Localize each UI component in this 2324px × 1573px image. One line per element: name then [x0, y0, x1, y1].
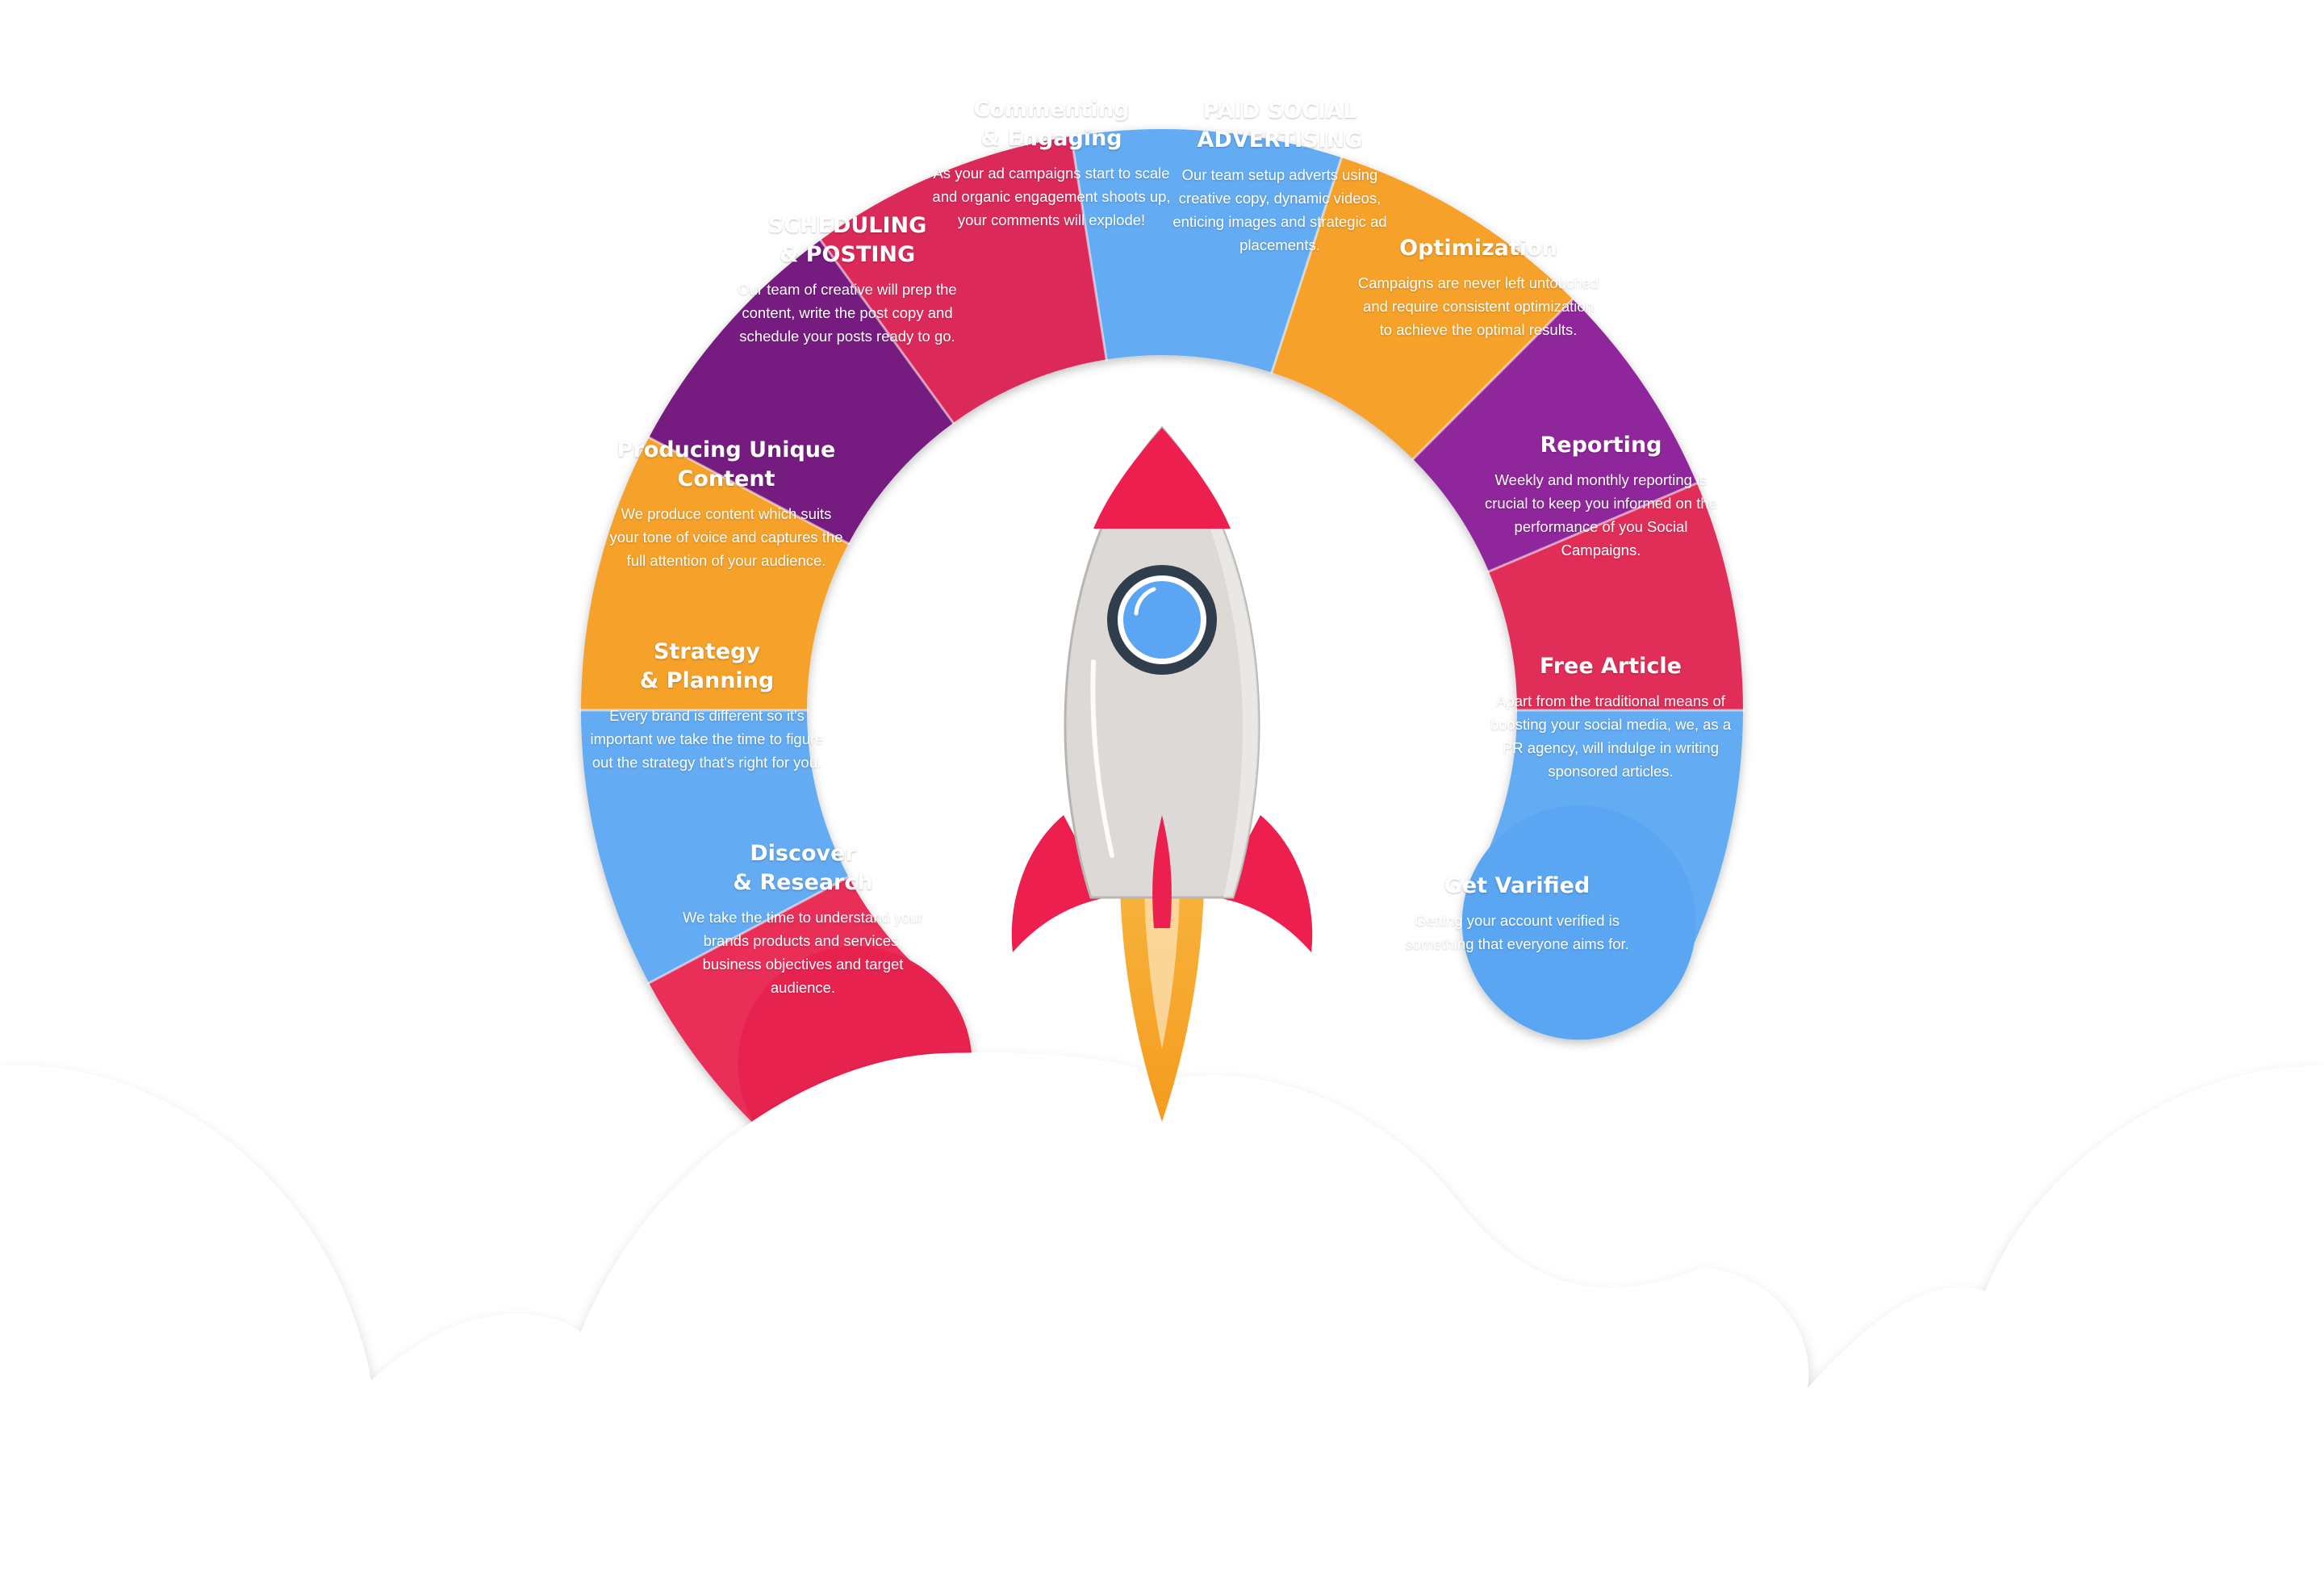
segment-description: Our team of creative will prep the conte…: [738, 281, 957, 345]
segment-text-paid-social: PAID SOCIAL ADVERTISING Our team setup ad…: [1159, 97, 1401, 257]
segment-description: Every brand is different so it's importa…: [590, 707, 824, 771]
segment-optimization: [1272, 157, 1574, 459]
segment-strategy: [581, 710, 849, 983]
segment-description: As your ad campaigns start to scale and …: [932, 165, 1171, 228]
segment-text-discover: Discover & Research We take the time to u…: [682, 839, 924, 999]
segment-title: Strategy & Planning: [639, 639, 775, 693]
segment-free-article: [1489, 483, 1743, 710]
segment-description: We produce content which suits your tone…: [609, 505, 843, 569]
segment-description: Apart from the traditional means of boos…: [1490, 692, 1732, 780]
segment-title: Free Article: [1539, 654, 1682, 679]
center-fin: [1152, 815, 1172, 928]
segment-description: Campaigns are never left untouched and r…: [1357, 274, 1599, 338]
segment-title: Optimization: [1399, 236, 1557, 261]
window: [1123, 581, 1201, 659]
segment-commenting: [820, 136, 1107, 423]
segment-description: We take the time to understand your bran…: [683, 909, 923, 996]
segment-reporting: [1413, 299, 1697, 572]
segment-paid-social: [1071, 129, 1342, 373]
nose-cone: [1093, 428, 1231, 529]
segment-title: Discover & Research: [733, 841, 873, 895]
segment-producing: [581, 437, 849, 710]
right-foot: [1461, 805, 1696, 1040]
segment-description: Getting your account verified is somethi…: [1405, 912, 1629, 952]
horseshoe-ring: [579, 129, 1745, 1181]
segment-description: Our team setup adverts using creative co…: [1172, 166, 1387, 253]
segment-text-producing: Producing Unique Content We produce conte…: [605, 436, 847, 572]
cloud-icon: [0, 1052, 2324, 1569]
segment-title: Get Varified: [1444, 873, 1590, 898]
fin-right: [1217, 815, 1313, 952]
segment-text-scheduling: SCHEDULING & POSTING Our team of creative…: [726, 211, 968, 348]
segment-title: Reporting: [1540, 433, 1662, 458]
segment-title: PAID SOCIAL ADVERTISING: [1197, 98, 1363, 153]
fin-left: [1011, 815, 1107, 952]
segment-title: Commenting & Engaging: [973, 97, 1130, 151]
segment-title: SCHEDULING & POSTING: [767, 213, 927, 267]
rocket-icon: [1011, 425, 1313, 1122]
segment-title: Producing Unique Content: [617, 437, 836, 492]
segment-text-commenting: Commenting & Engaging As your ad campaign…: [930, 95, 1172, 232]
segment-description: Weekly and monthly reporting is crucial …: [1485, 471, 1717, 558]
segment-scheduling: [649, 240, 954, 544]
